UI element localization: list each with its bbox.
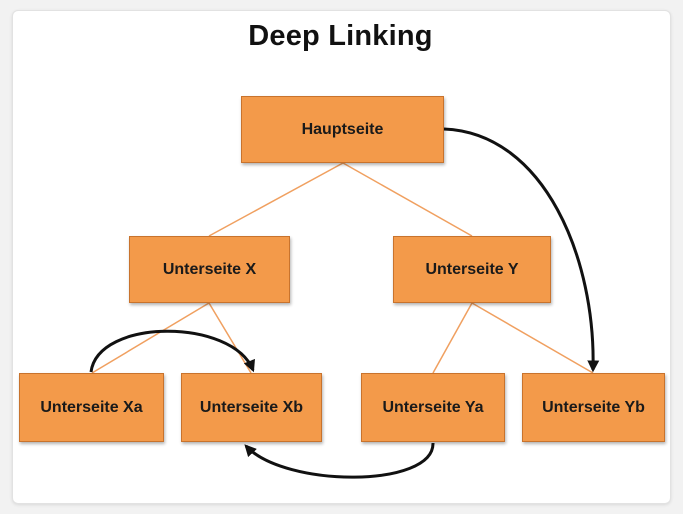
edge-y-yb: [471, 302, 594, 374]
diagram-title: Deep Linking: [248, 20, 433, 52]
edge-x-xa: [91, 302, 210, 374]
edge-hauptseite-y: [342, 162, 473, 237]
deeplink-hauptseite-yb: [443, 127, 600, 373]
node-unterseite-yb: Unterseite Yb: [522, 373, 665, 442]
edge-y-ya: [432, 302, 473, 374]
edge-hauptseite-x: [208, 162, 344, 237]
node-unterseite-y: Unterseite Y: [393, 236, 551, 303]
deeplink-xa-xb: [89, 329, 255, 373]
deeplink-ya-xb: [244, 442, 435, 479]
node-unterseite-x: Unterseite X: [129, 236, 290, 303]
node-hauptseite: Hauptseite: [241, 96, 444, 163]
node-unterseite-xa: Unterseite Xa: [19, 373, 164, 442]
node-unterseite-xb: Unterseite Xb: [181, 373, 322, 442]
node-unterseite-ya: Unterseite Ya: [361, 373, 505, 442]
